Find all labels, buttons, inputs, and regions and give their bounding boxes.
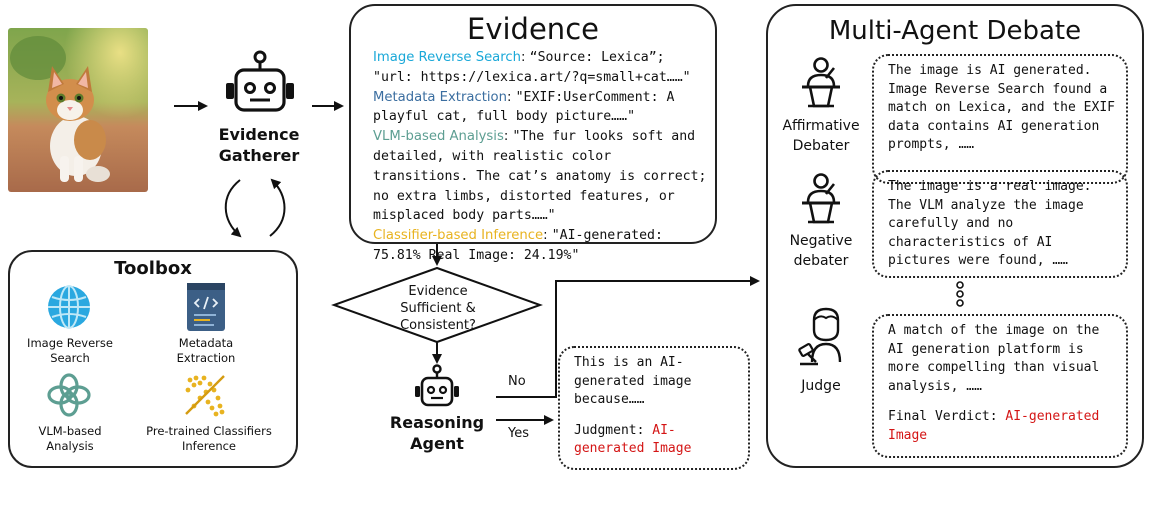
evidence-title: Evidence xyxy=(467,12,599,46)
input-photo xyxy=(8,28,148,192)
negative-label-line2: debater xyxy=(793,253,849,269)
edge-label-no: No xyxy=(508,374,526,389)
judgment-value: AI-generated Image xyxy=(574,422,692,457)
affirmative-text: The image is AI generated. Image Reverse… xyxy=(888,63,1115,152)
tool-vlm-line2: Analysis xyxy=(46,439,94,453)
affirmative-bubble: The image is AI generated. Image Reverse… xyxy=(872,54,1128,184)
judgment-reasoning-text: This is an AI-generated image because…… xyxy=(574,355,692,407)
reasoning-label-line1: Reasoning xyxy=(389,413,485,432)
globe-icon xyxy=(48,285,90,329)
decision-line1: Evidence xyxy=(408,284,468,299)
gatherer-label-line2: Gatherer xyxy=(218,146,300,165)
verdict-value: AI-generated Image xyxy=(888,409,1100,443)
debate-panel: Multi-Agent Debate Affirmative Debater T… xyxy=(766,4,1144,468)
robot-icon xyxy=(226,50,294,112)
podium-speaker-icon xyxy=(802,173,840,224)
judge-bubble: A match of the image on the AI generatio… xyxy=(872,314,1128,458)
decision-line2: Sufficient & xyxy=(400,301,476,316)
evidence-source-classifier: Classifier-based Inference xyxy=(373,228,544,244)
negative-label-line1: Negative xyxy=(789,233,853,249)
cycle-arrow-right xyxy=(269,178,286,237)
judgment-prefix: Judgment: xyxy=(574,422,645,438)
judge-label: Judge xyxy=(801,378,841,394)
evidence-panel: Evidence Image Reverse Search: “Source: … xyxy=(349,4,717,263)
debate-title: Multi-Agent Debate xyxy=(828,16,1082,46)
cycle-arrow-left xyxy=(224,179,242,238)
tool-classifier-line1: Pre-trained Classifiers xyxy=(146,424,272,438)
code-document-icon xyxy=(187,283,225,331)
judge-text: A match of the image on the AI generatio… xyxy=(888,323,1100,394)
judge-gavel-icon xyxy=(798,307,842,366)
affirmative-label-line2: Debater xyxy=(792,138,850,154)
evidence-source-vlm: VLM-based Analysis xyxy=(373,129,504,145)
reasoning-agent: Reasoning Agent xyxy=(382,364,492,464)
toolbox-panel: Toolbox Image Reverse Search Metadata Ex… xyxy=(8,250,298,468)
tool-metadata-line2: Extraction xyxy=(176,351,236,365)
tool-vlm-line1: VLM-based xyxy=(38,424,102,438)
decision-text: Evidence Sufficient & Consistent? xyxy=(358,283,518,334)
evidence-text-metadata: "EXIF:UserComment: A playful cat, full b… xyxy=(373,89,675,125)
reasoning-label-line2: Agent xyxy=(410,434,464,453)
tool-metadata-line1: Metadata xyxy=(178,336,234,350)
evidence-list: Image Reverse Search: “Source: Lexica”; … xyxy=(373,50,707,263)
evidence-text-reverse-search: “Source: Lexica”; "url: https://lexica.a… xyxy=(373,50,691,85)
evidence-source-reverse-search: Image Reverse Search xyxy=(373,50,521,65)
vlm-logo-icon xyxy=(47,373,91,417)
gatherer-label-line1: Evidence xyxy=(218,125,300,144)
tool-reverse-search-line1: Image Reverse xyxy=(27,336,113,350)
tool-reverse-search-line2: Search xyxy=(50,351,90,365)
toolbox-title: Toolbox xyxy=(114,258,192,279)
evidence-source-metadata: Metadata Extraction xyxy=(373,89,507,105)
edge-label-yes: Yes xyxy=(508,426,529,441)
tool-classifier-line2: Inference xyxy=(181,439,237,453)
evidence-text-classifier: "AI-generated: 75.81% Real Image: 24.19%… xyxy=(373,228,663,263)
evidence-gatherer: Evidence Gatherer xyxy=(204,50,314,170)
decision-line3: Consistent? xyxy=(400,318,476,333)
evidence-text-vlm: "The fur looks soft and detailed, with r… xyxy=(373,129,707,224)
verdict-prefix: Final Verdict: xyxy=(888,409,998,424)
negative-bubble: The image is a real image. The VLM analy… xyxy=(872,170,1128,278)
podium-speaker-icon xyxy=(802,57,840,108)
negative-text: The image is a real image. The VLM analy… xyxy=(888,179,1092,268)
affirmative-label-line1: Affirmative xyxy=(782,118,860,134)
classifier-scatter-icon xyxy=(185,375,225,417)
judgment-bubble: This is an AI-generated image because…… … xyxy=(558,346,750,470)
robot-icon xyxy=(415,364,459,407)
